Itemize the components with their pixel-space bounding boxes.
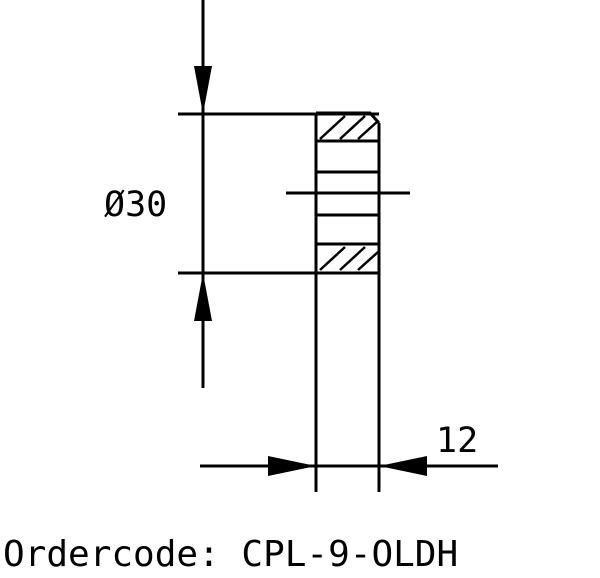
arrow-down-icon: [194, 66, 212, 114]
width-dimension: [200, 456, 498, 476]
arrow-right-icon: [268, 456, 316, 476]
diameter-dimension: [194, 0, 212, 388]
arrow-up-icon: [194, 273, 212, 321]
part-outline: [314, 111, 381, 492]
extension-lines: [178, 112, 379, 275]
order-code: Ordercode: CPL-9-OLDH: [3, 534, 458, 575]
width-label: 12: [436, 421, 478, 461]
arrow-left-icon: [379, 456, 427, 476]
diameter-label: Ø30: [104, 185, 167, 225]
section-hatching: [319, 115, 379, 271]
